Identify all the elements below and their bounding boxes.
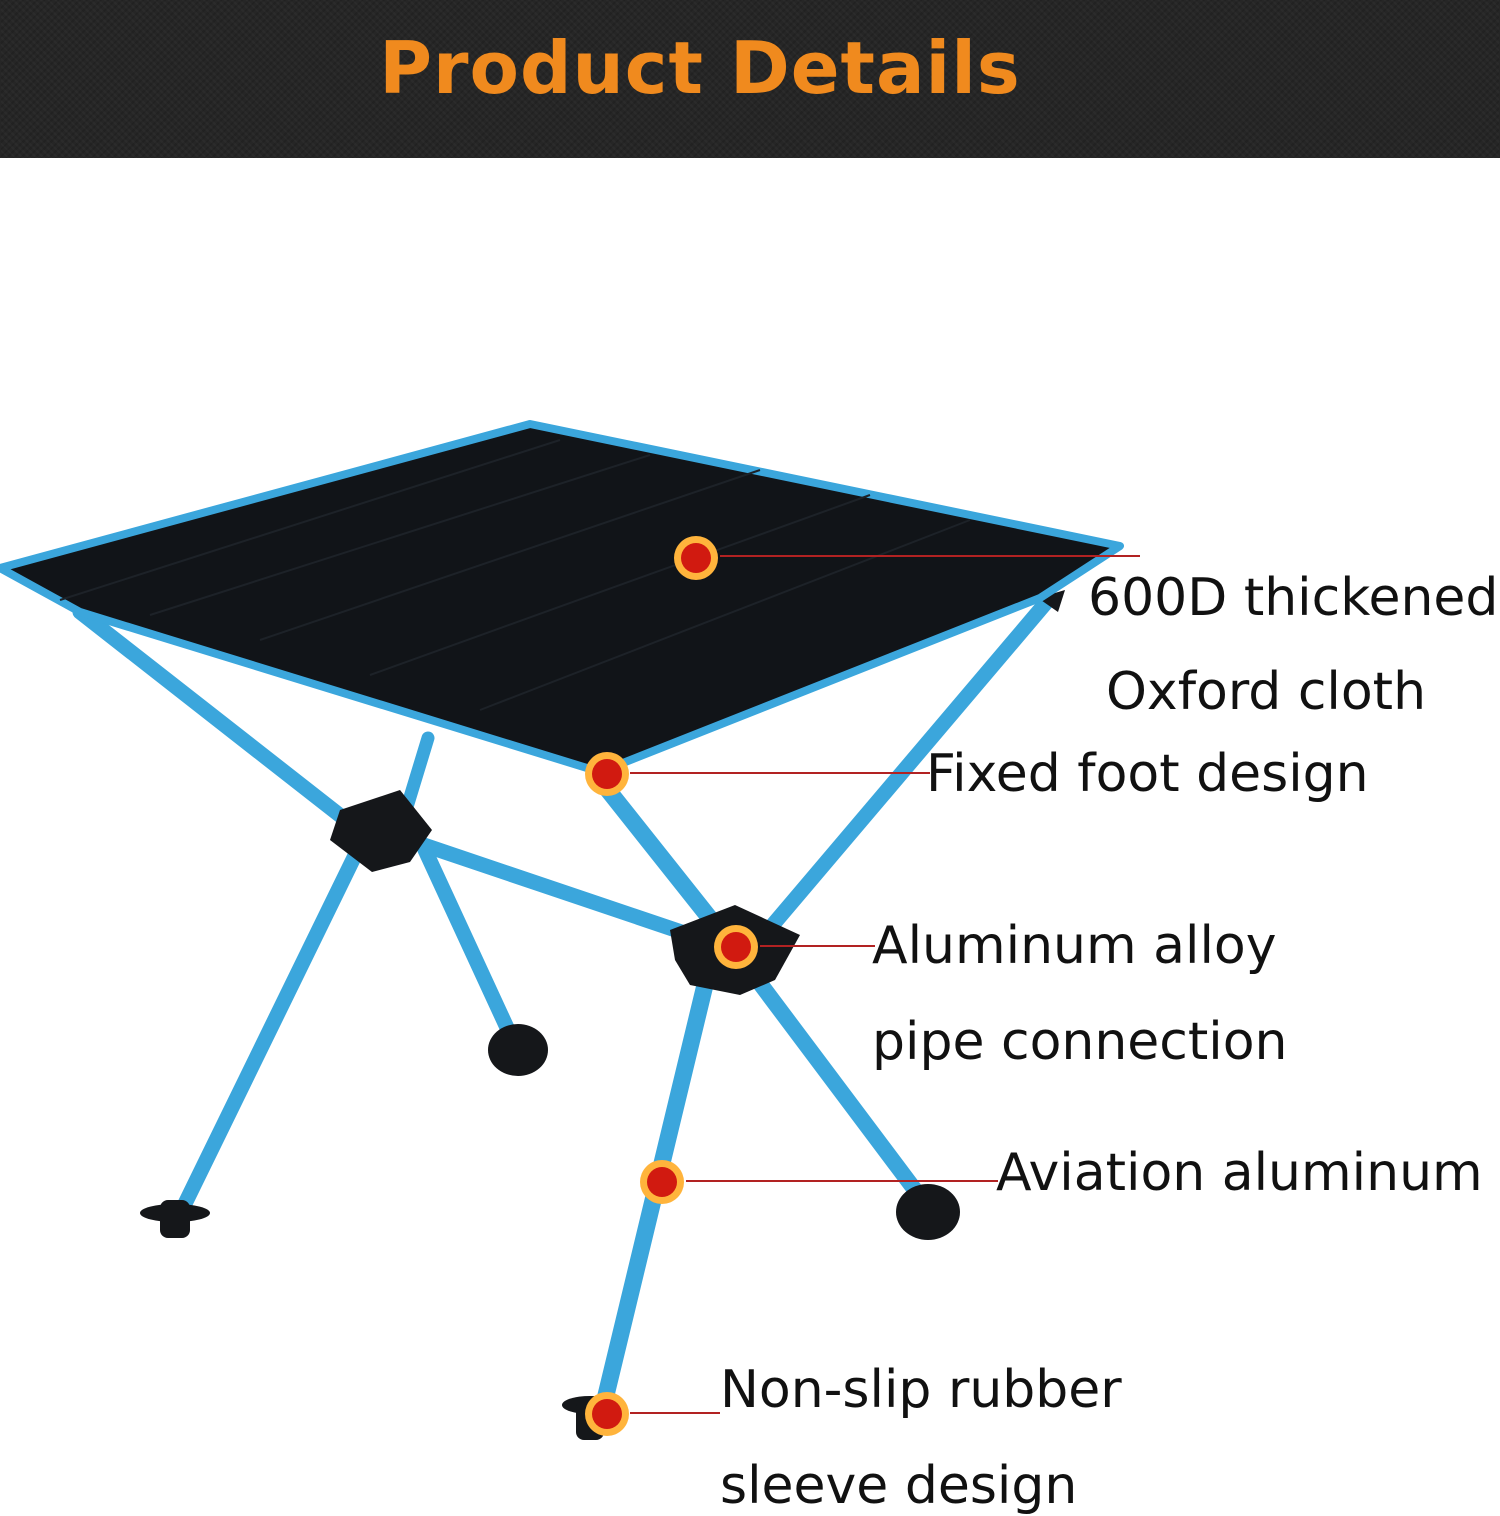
- tabletop: [0, 420, 1124, 776]
- label-rubber-sleeve-line2: sleeve design: [720, 1456, 1078, 1516]
- leader-lines: [630, 555, 1140, 1414]
- page-title: Product Details: [379, 26, 1021, 110]
- label-pipe-connection-line1: Aluminum alloy: [872, 916, 1277, 976]
- table-frame: [72, 590, 1058, 1429]
- marker-fabric: [674, 536, 718, 580]
- label-aviation-aluminum: Aviation aluminum: [996, 1143, 1483, 1203]
- marker-aviation-aluminum: [640, 1160, 684, 1204]
- label-rubber-sleeve-line1: Non-slip rubber: [720, 1360, 1122, 1420]
- header-banner: Product Details: [0, 0, 1500, 158]
- marker-pipe-connection: [714, 925, 758, 969]
- label-fabric-line2: Oxford cloth: [1106, 662, 1427, 722]
- label-pipe-connection-line2: pipe connection: [872, 1012, 1288, 1072]
- marker-fixed-foot: [585, 752, 629, 796]
- label-fixed-foot: Fixed foot design: [926, 744, 1369, 804]
- label-fabric-line1: 600D thickened: [1088, 568, 1499, 628]
- feature-markers: [585, 536, 758, 1436]
- marker-rubber-sleeve: [585, 1392, 629, 1436]
